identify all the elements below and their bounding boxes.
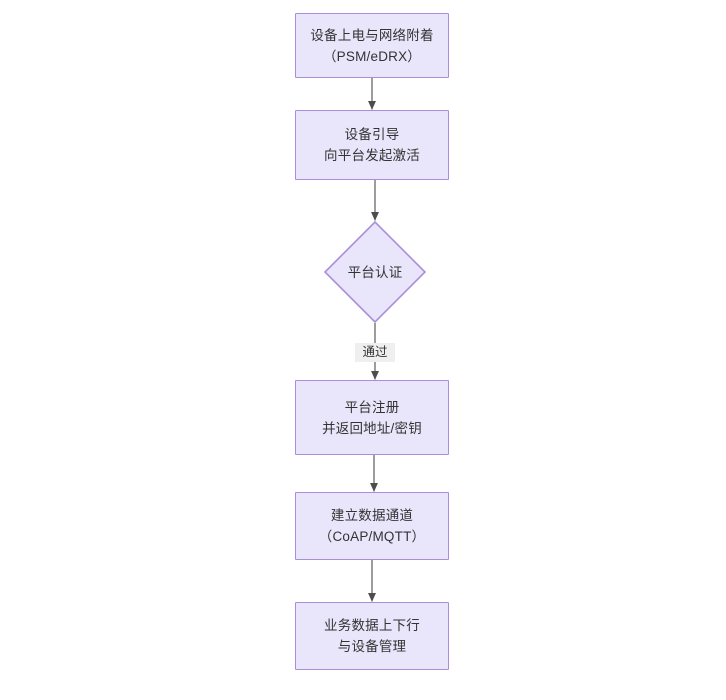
node-data-channel-line-2: （CoAP/MQTT） — [318, 529, 426, 544]
node-business-data-line-2: 与设备管理 — [337, 639, 407, 654]
node-business-data-line-1: 业务数据上下行 — [324, 618, 420, 633]
edge-label-pass: 通过 — [355, 343, 395, 362]
node-platform-register-line-2: 并返回地址/密钥 — [322, 420, 422, 436]
node-platform-auth-label: 平台认证 — [347, 264, 403, 280]
node-platform-auth[interactable]: 平台认证 — [324, 221, 426, 323]
diamond-shape-icon — [324, 221, 426, 323]
node-bootstrap-line-2: 向平台发起激活 — [324, 148, 420, 163]
node-business-data[interactable]: 业务数据上下行 与设备管理 — [295, 602, 449, 670]
node-bootstrap-line-1: 设备引导 — [344, 127, 400, 142]
node-power-on-line-2: （PSM/eDRX） — [322, 48, 422, 64]
node-power-on-line-1: 设备上电与网络附着 — [310, 27, 434, 43]
node-power-on[interactable]: 设备上电与网络附着 （PSM/eDRX） — [295, 13, 449, 78]
node-data-channel[interactable]: 建立数据通道 （CoAP/MQTT） — [295, 492, 449, 560]
node-data-channel-line-1: 建立数据通道 — [330, 508, 414, 523]
node-bootstrap[interactable]: 设备引导 向平台发起激活 — [295, 110, 449, 180]
node-platform-register[interactable]: 平台注册 并返回地址/密钥 — [295, 380, 449, 455]
node-platform-register-line-1: 平台注册 — [344, 399, 400, 415]
